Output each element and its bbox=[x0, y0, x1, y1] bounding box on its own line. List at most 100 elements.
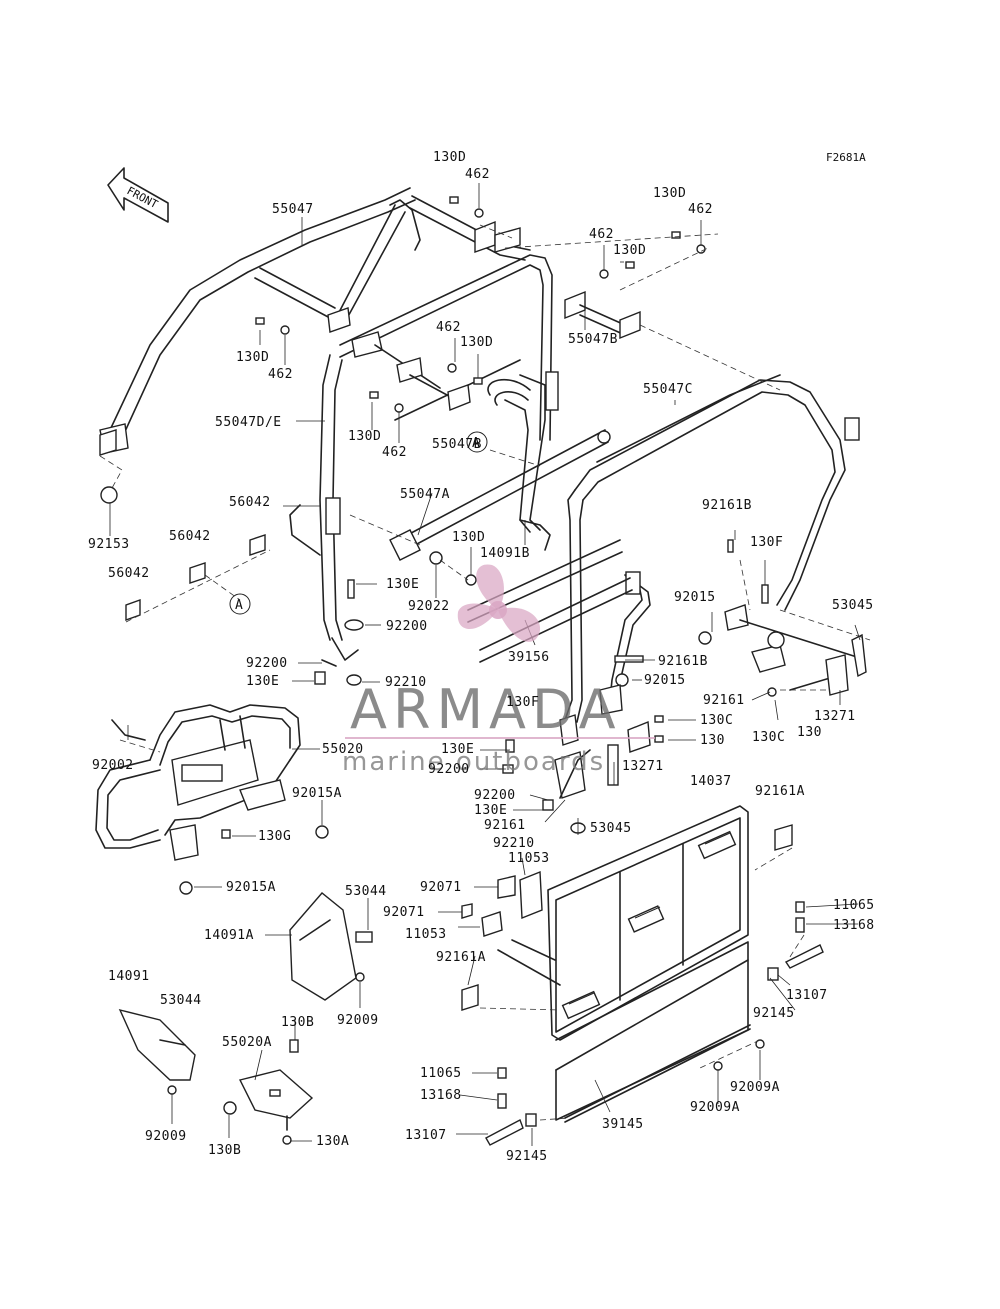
label-130: 130 bbox=[797, 725, 822, 740]
label-462: 462 bbox=[688, 202, 713, 217]
plate-14091 bbox=[118, 1008, 196, 1095]
label-11065: 11065 bbox=[833, 898, 875, 913]
label-92161a: 92161A bbox=[436, 950, 486, 965]
label-13168: 13168 bbox=[420, 1088, 462, 1103]
label-14091a: 14091A bbox=[204, 928, 254, 943]
label-56042: 56042 bbox=[169, 529, 211, 544]
label-130g: 130G bbox=[258, 829, 291, 844]
label-53044: 53044 bbox=[160, 993, 202, 1008]
label-13271: 13271 bbox=[814, 709, 856, 724]
label-130e: 130E bbox=[474, 803, 507, 818]
label-13271: 13271 bbox=[622, 759, 664, 774]
label-462: 462 bbox=[382, 445, 407, 460]
label-130d: 130D bbox=[452, 530, 485, 545]
label-130e: 130E bbox=[441, 742, 474, 757]
label-462: 462 bbox=[465, 167, 490, 182]
label-53044: 53044 bbox=[345, 884, 387, 899]
label-56042: 56042 bbox=[108, 566, 150, 581]
cargo-gate-14037 bbox=[461, 805, 824, 1146]
label-130e: 130E bbox=[386, 577, 419, 592]
label-13107: 13107 bbox=[405, 1128, 447, 1143]
label-55047d-e: 55047D/E bbox=[215, 415, 282, 430]
label-14091b: 14091B bbox=[480, 546, 530, 561]
label-462: 462 bbox=[589, 227, 614, 242]
label-92015: 92015 bbox=[674, 590, 716, 605]
label-462: 462 bbox=[436, 320, 461, 335]
label-92022: 92022 bbox=[408, 599, 450, 614]
marker-a-1: A bbox=[472, 436, 480, 451]
label-130d: 130D bbox=[613, 243, 646, 258]
brackets-55047b bbox=[99, 220, 641, 454]
label-92210: 92210 bbox=[493, 836, 535, 851]
watermark: ARMADA marine outboards bbox=[342, 564, 655, 777]
label-13168: 13168 bbox=[833, 918, 875, 933]
label-92161a: 92161A bbox=[755, 784, 805, 799]
label-92200: 92200 bbox=[246, 656, 288, 671]
label-130d: 130D bbox=[460, 335, 493, 350]
label-92210: 92210 bbox=[385, 675, 427, 690]
label-53045: 53045 bbox=[590, 821, 632, 836]
label-55020a: 55020A bbox=[222, 1035, 272, 1050]
label-92009a: 92009A bbox=[690, 1100, 740, 1115]
label-130d: 130D bbox=[433, 150, 466, 165]
bracket-55020a bbox=[223, 1039, 314, 1145]
label-11053: 11053 bbox=[508, 851, 550, 866]
label-56042: 56042 bbox=[229, 495, 271, 510]
label-55047b: 55047B bbox=[568, 332, 618, 347]
label-92071: 92071 bbox=[383, 905, 425, 920]
skid-plate-14091a bbox=[289, 892, 373, 1001]
rear-brackets bbox=[599, 539, 867, 753]
label-11053: 11053 bbox=[405, 927, 447, 942]
label-92153: 92153 bbox=[88, 537, 130, 552]
label-130b: 130B bbox=[208, 1143, 241, 1158]
label-92145: 92145 bbox=[506, 1149, 548, 1164]
label-92161b: 92161B bbox=[702, 498, 752, 513]
label-55047a: 55047A bbox=[400, 487, 450, 502]
label-92009: 92009 bbox=[337, 1013, 379, 1028]
label-130: 130 bbox=[700, 733, 725, 748]
propeller-logo-icon bbox=[457, 564, 541, 642]
label-14037: 14037 bbox=[690, 774, 732, 789]
label-130e: 130E bbox=[246, 674, 279, 689]
reference-lines bbox=[99, 224, 871, 1121]
label-462: 462 bbox=[268, 367, 293, 382]
label-92071: 92071 bbox=[420, 880, 462, 895]
label-39145: 39145 bbox=[602, 1117, 644, 1132]
label-130f: 130F bbox=[506, 695, 539, 710]
roll-cage-55047 bbox=[109, 187, 860, 723]
label-55047: 55047 bbox=[272, 202, 314, 217]
label-92161b: 92161B bbox=[658, 654, 708, 669]
label-130b: 130B bbox=[281, 1015, 314, 1030]
label-130d: 130D bbox=[236, 350, 269, 365]
label-92015a: 92015A bbox=[292, 786, 342, 801]
watermark-brand: ARMADA bbox=[350, 678, 622, 741]
label-55047b: 55047B bbox=[432, 437, 482, 452]
label-92145: 92145 bbox=[753, 1006, 795, 1021]
label-92200: 92200 bbox=[386, 619, 428, 634]
label-39156: 39156 bbox=[508, 650, 550, 665]
label-92015a: 92015A bbox=[226, 880, 276, 895]
label-92161: 92161 bbox=[703, 693, 745, 708]
front-bumper-55020 bbox=[95, 704, 329, 895]
label-130f: 130F bbox=[750, 535, 783, 550]
label-92002: 92002 bbox=[92, 758, 134, 773]
fasteners bbox=[100, 196, 706, 686]
label-11065: 11065 bbox=[420, 1066, 462, 1081]
label-55020: 55020 bbox=[322, 742, 364, 757]
leader-lines bbox=[109, 183, 861, 1146]
marker-a-2: A bbox=[235, 598, 243, 613]
label-130c: 130C bbox=[752, 730, 785, 745]
reference-markers: A A bbox=[229, 431, 488, 615]
label-13107: 13107 bbox=[786, 988, 828, 1003]
part-labels: 130D 462 130D 462 462 130D 55047 55047B … bbox=[88, 150, 875, 1164]
label-92200: 92200 bbox=[474, 788, 516, 803]
front-arrow-icon: FRONT bbox=[107, 167, 169, 223]
tags-92161a bbox=[99, 429, 793, 1011]
watermark-tagline: marine outboards bbox=[342, 747, 605, 777]
label-92009: 92009 bbox=[145, 1129, 187, 1144]
figure-code: F2681A bbox=[826, 151, 866, 164]
label-130d: 130D bbox=[653, 186, 686, 201]
label-92009a: 92009A bbox=[730, 1080, 780, 1095]
